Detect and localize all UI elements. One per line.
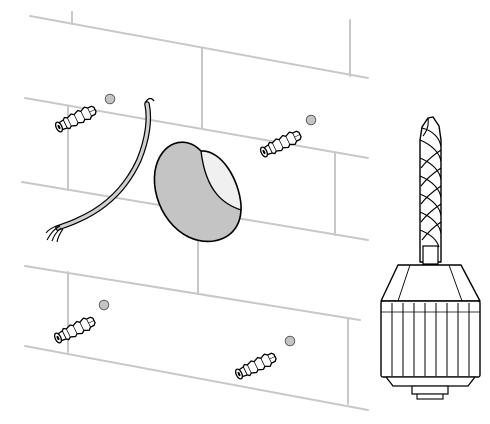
- wall-anchor: [52, 102, 99, 135]
- drilled-hole: [98, 299, 110, 311]
- electrical-cable: [45, 97, 155, 243]
- wall-recess: [153, 141, 242, 243]
- wall-anchor: [232, 349, 279, 382]
- wall-anchor: [257, 127, 304, 160]
- drill-chuck: [380, 264, 481, 400]
- wall-anchor: [51, 313, 98, 346]
- drilled-hole: [284, 335, 296, 347]
- drill-bit: [419, 116, 442, 265]
- drilled-hole: [104, 93, 116, 105]
- drilled-hole: [305, 114, 317, 126]
